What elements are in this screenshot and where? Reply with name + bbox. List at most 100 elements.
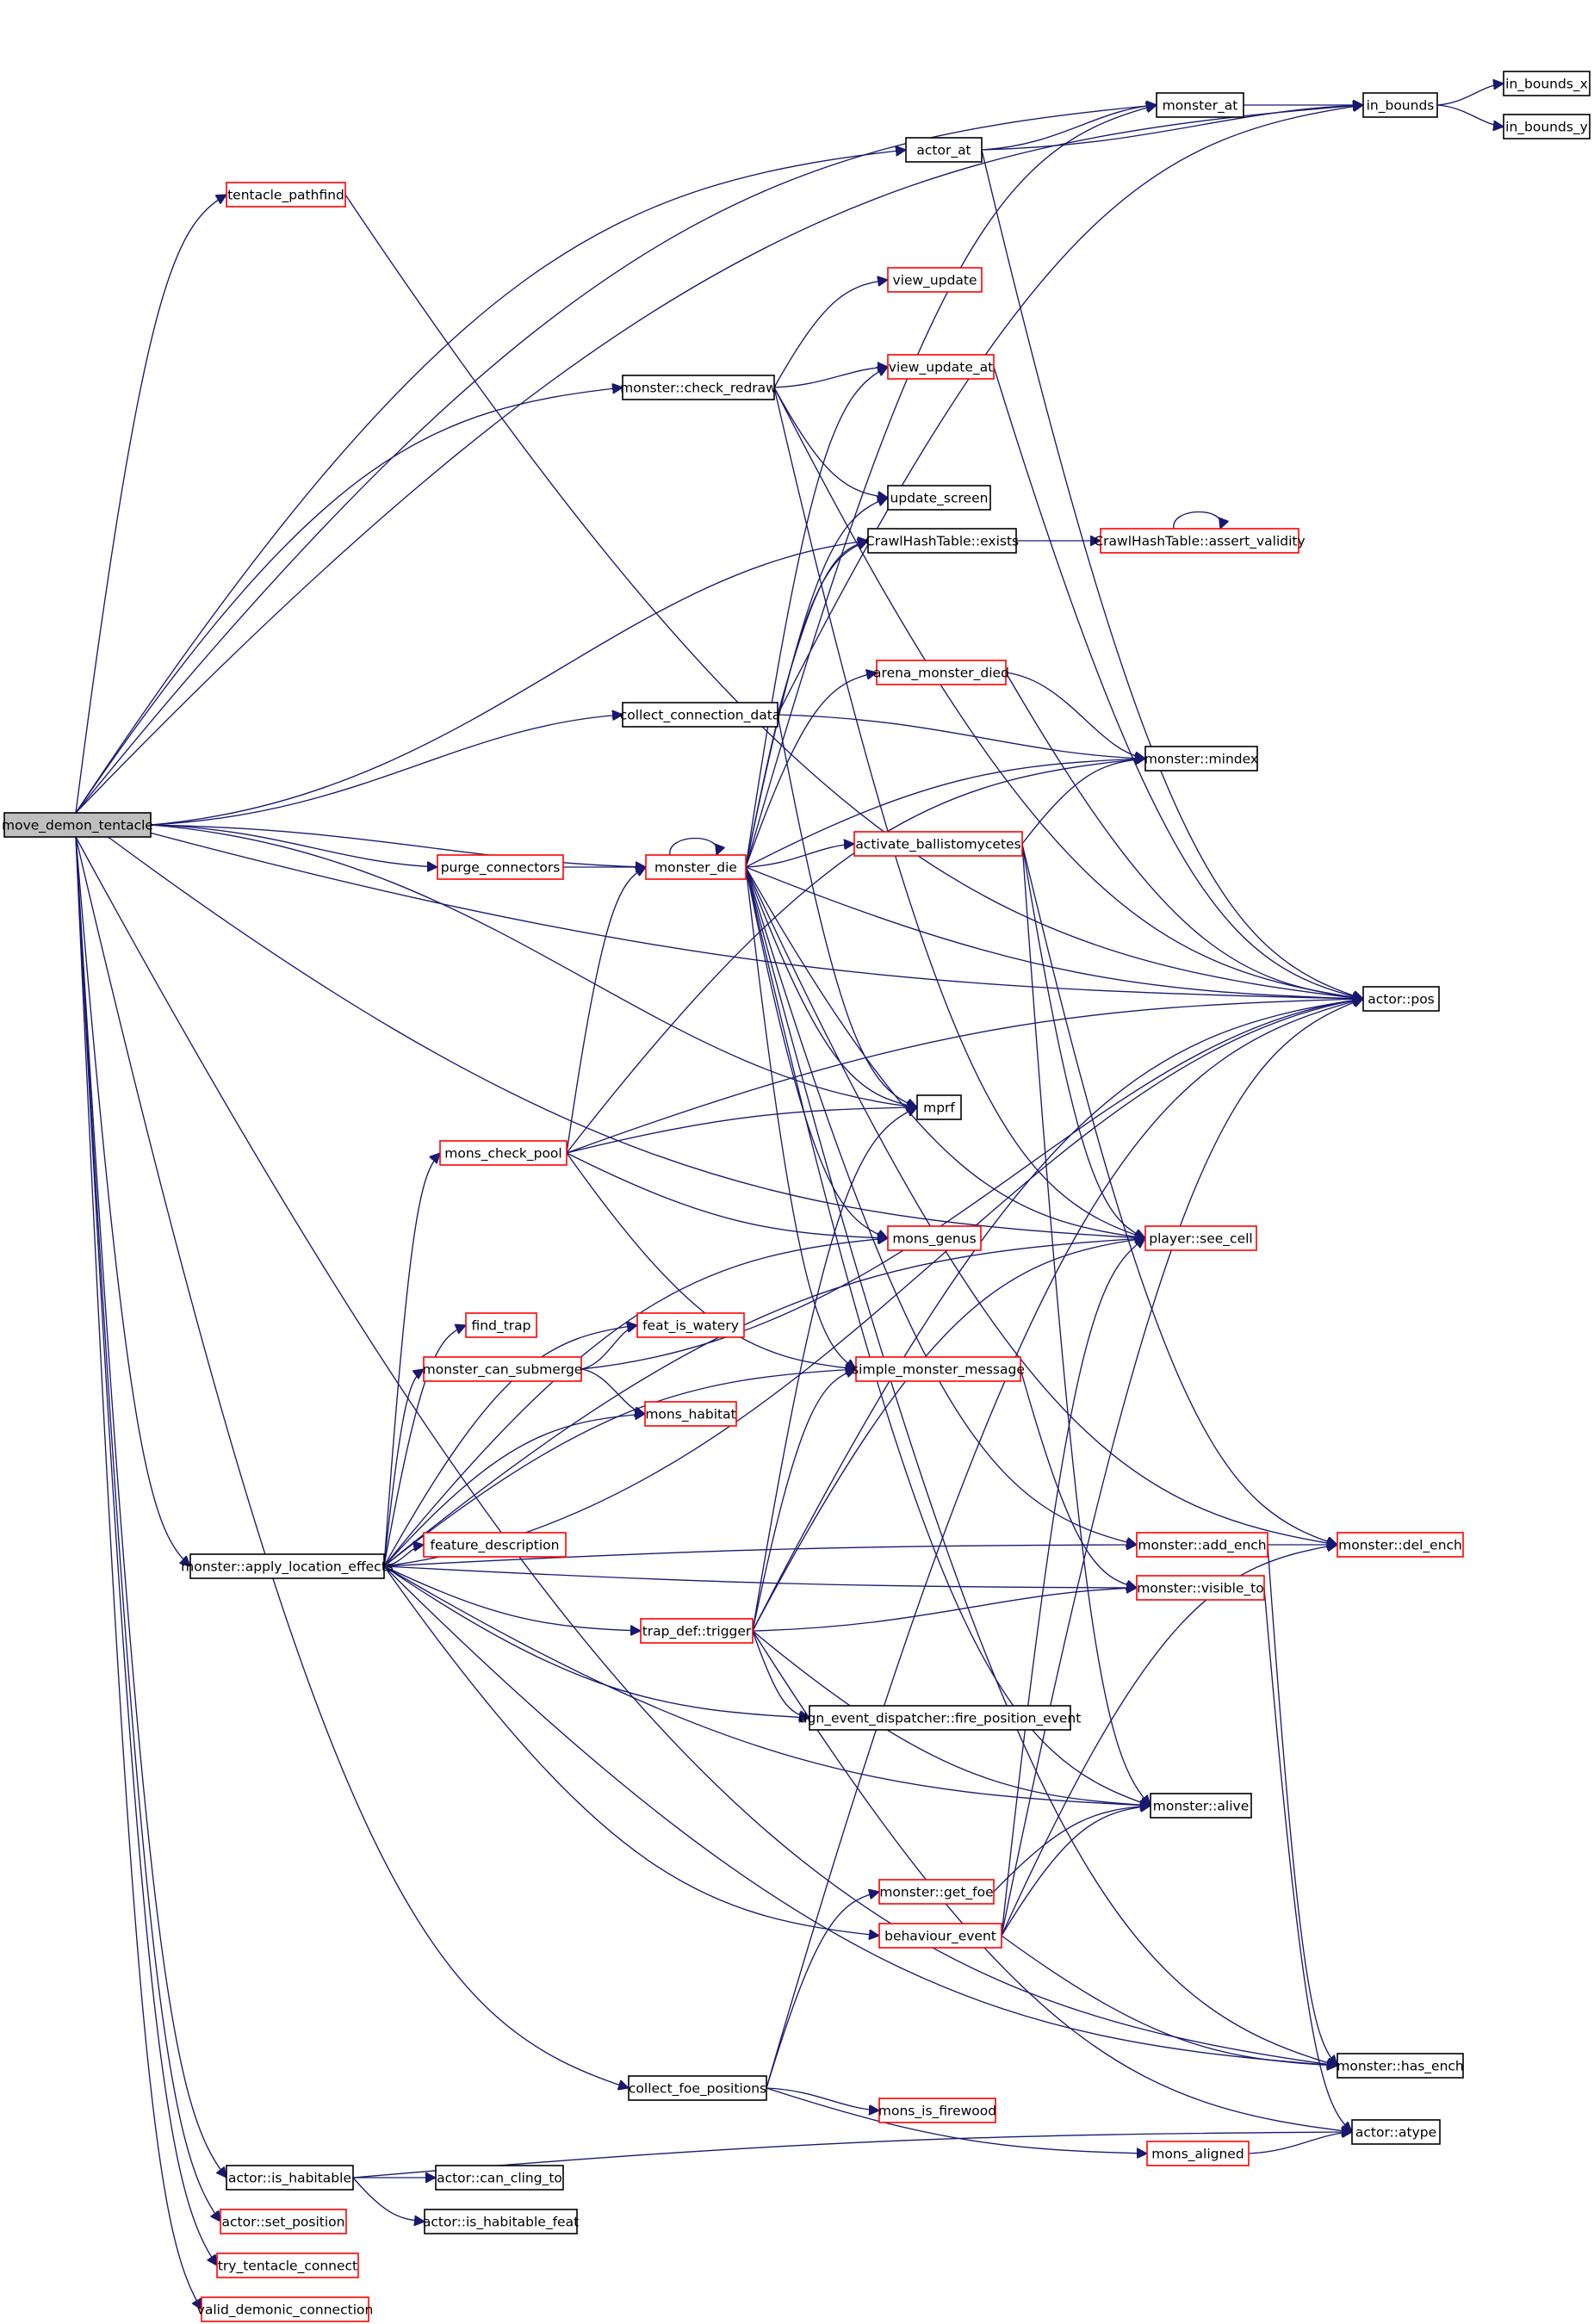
edge-actor-at-to-actor-pos (981, 149, 1363, 999)
edge-check-redraw-to-see-cell (773, 387, 1145, 1238)
node-in-bounds-y: in_bounds_y (1503, 114, 1591, 139)
node-label: monster::has_ench (1337, 2059, 1464, 2075)
edge-apply-loc-to-alive (383, 1565, 1151, 1806)
edge-apply-loc-to-add-ench (383, 1545, 1137, 1567)
node-label: monster::check_redraw (620, 381, 777, 397)
node-label: trap_def::trigger (642, 1624, 752, 1640)
node-label: monster_can_submerge (423, 1362, 583, 1379)
node-label: arena_monster_died (873, 666, 1009, 682)
node-set-position: actor::set_position (220, 2209, 347, 2234)
node-box (1337, 1532, 1464, 1558)
node-label: try_tentacle_connect (218, 2259, 357, 2275)
edge-get-foe-to-alive (993, 1806, 1151, 1893)
edge-mons-check-pool-to-actor-pos (566, 999, 1363, 1154)
edge-mons-aligned-to-atype (1248, 2132, 1352, 2154)
node-find-trap: find_trap (465, 1312, 537, 1338)
node-mons-check-pool: mons_check_pool (439, 1140, 568, 1166)
edge-behaviour-event-to-actor-pos (1001, 999, 1363, 1937)
node-label: feat_is_watery (642, 1318, 739, 1335)
node-mindex: monster::mindex (1144, 746, 1258, 772)
node-label: actor::can_cling_to (437, 2171, 562, 2187)
node-actor-pos: actor::pos (1362, 986, 1440, 1012)
edge-move-demon-tentacle-to-check-redraw (75, 387, 623, 814)
node-cht-exists: CrawlHashTable::exists (865, 528, 1019, 554)
edge-check-redraw-to-view-update (773, 280, 888, 388)
node-label: behaviour_event (884, 1929, 996, 1945)
node-box (878, 1879, 995, 1905)
node-view-update: view_update (887, 267, 983, 293)
node-visible-to: monster::visible_to (1136, 1575, 1265, 1601)
edge-move-demon-tentacle-to-cht-exists (150, 541, 868, 826)
node-box (636, 1312, 745, 1338)
edge-activate-ballisto-to-see-cell (1021, 843, 1145, 1238)
edge-activate-ballisto-to-mindex (1021, 759, 1145, 845)
edge-move-demon-tentacle-to-collect-conn (150, 715, 623, 826)
node-box (876, 660, 1007, 685)
edge-collect-foe-to-actor-pos (766, 999, 1363, 2089)
node-box (878, 2098, 996, 2123)
node-label: mons_is_firewood (878, 2104, 996, 2120)
edge-check-redraw-to-view-update-at (773, 367, 888, 388)
edge-monster-die-to-mprf (745, 866, 917, 1107)
node-box (216, 2253, 359, 2278)
node-label: CrawlHashTable::exists (865, 534, 1019, 549)
node-add-ench: monster::add_ench (1136, 1532, 1268, 1558)
node-box (1362, 92, 1438, 118)
edge-trap-trigger-to-actor-pos (752, 999, 1363, 1632)
edge-collect-foe-to-get-foe (766, 1892, 879, 2089)
node-label: activate_ballistomycetes (855, 837, 1020, 853)
node-actor-at: actor_at (905, 137, 983, 163)
node-box (439, 1140, 568, 1166)
edge-move-demon-tentacle-to-in-bounds (75, 105, 1363, 814)
edge-monster-die-self-loop (669, 837, 717, 856)
edge-activate-ballisto-to-del-ench (1021, 843, 1337, 1545)
node-get-foe: monster::get_foe (878, 1879, 995, 1905)
node-valid-conn: valid_demonic_connection (197, 2296, 373, 2322)
node-label: monster::alive (1153, 1799, 1249, 1814)
edge-monster-die-to-arena-died (745, 672, 877, 868)
edge-actor-at-to-in-bounds (981, 105, 1363, 151)
node-arena-died: arena_monster_died (873, 660, 1009, 685)
edge-move-demon-tentacle-to-has-ench (75, 836, 1337, 2066)
node-in-bounds: in_bounds (1362, 92, 1438, 118)
node-box (424, 2209, 578, 2234)
edge-move-demon-tentacle-to-collect-foe (75, 836, 629, 2088)
edge-move-demon-tentacle-to-monster-die (150, 824, 646, 867)
node-label: monster_at (1163, 98, 1238, 115)
edge-move-demon-tentacle-to-valid-conn (75, 836, 202, 2309)
node-label: mons_aligned (1151, 2147, 1244, 2163)
node-box (855, 1356, 1021, 1382)
node-box (1337, 2053, 1464, 2079)
node-update-screen: update_screen (887, 485, 991, 511)
edge-trap-trigger-to-visible-to (752, 1588, 1137, 1632)
node-box (435, 2165, 564, 2191)
edge-monster-die-to-cht-exists (745, 541, 868, 868)
node-box (644, 1401, 737, 1427)
node-box (640, 1618, 754, 1644)
edge-apply-loc-to-can-submerge (383, 1369, 424, 1567)
node-box (189, 1553, 385, 1579)
edge-monster-die-to-mindex (745, 759, 1145, 868)
edge-apply-loc-to-mons-check-pool (383, 1153, 440, 1567)
edge-trap-trigger-to-see-cell (752, 1238, 1145, 1632)
edge-visible-to-to-atype (1263, 1587, 1352, 2132)
edge-is-habitable-to-atype (352, 2132, 1352, 2178)
edge-collect-conn-to-mindex (777, 714, 1145, 759)
node-has-ench: monster::has_ench (1337, 2053, 1464, 2079)
edge-actor-at-to-monster-at (981, 105, 1157, 151)
edge-monster-die-to-has-ench (745, 866, 1337, 2066)
edge-move-demon-tentacle-to-apply-loc (75, 836, 190, 1566)
node-box (1146, 2141, 1250, 2166)
edge-in-bounds-to-in-bounds-x (1436, 84, 1504, 106)
node-label: monster::add_ench (1138, 1538, 1266, 1554)
node-box (878, 1923, 1002, 1949)
node-box (437, 854, 564, 880)
node-behaviour-event: behaviour_event (878, 1923, 1002, 1949)
edge-apply-loc-to-see-cell (383, 1238, 1145, 1567)
edge-collect-foe-to-firewood (766, 2087, 879, 2110)
node-box (1150, 1793, 1252, 1819)
node-label: actor::is_habitable (228, 2171, 351, 2187)
node-view-update-at: view_update_at (887, 354, 995, 380)
node-box (887, 485, 991, 511)
